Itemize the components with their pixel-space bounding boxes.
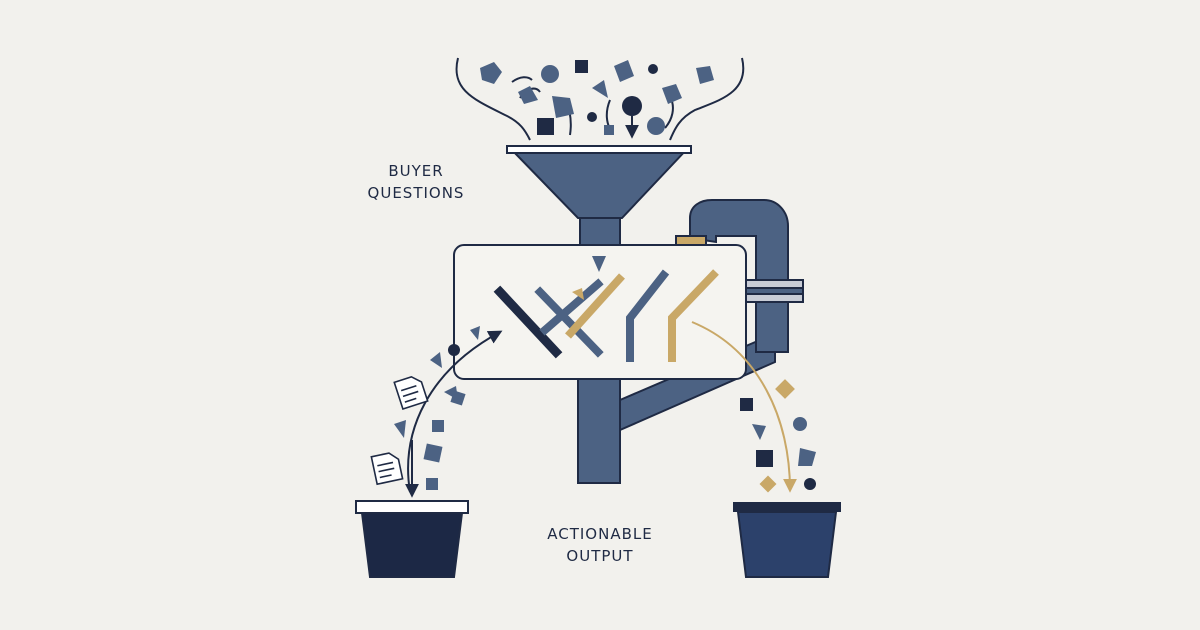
machine-internals <box>493 256 719 362</box>
falling-shapes-top <box>480 60 714 135</box>
center-drop <box>622 96 642 139</box>
left-flow <box>394 326 503 498</box>
label-output-line1: ACTIONABLE <box>547 525 653 543</box>
right-flow <box>691 321 816 493</box>
label-input-line2: QUESTIONS <box>367 184 465 202</box>
label-output-line2: OUTPUT <box>566 547 634 565</box>
buyer-questions-label: BUYER QUESTIONS <box>356 160 476 204</box>
bucket-icon-right <box>733 502 841 578</box>
document-icon <box>370 375 429 486</box>
label-input-line1: BUYER <box>388 162 444 180</box>
machine-column <box>577 377 621 484</box>
pipe-icon <box>675 199 804 353</box>
actionable-output-label: ACTIONABLE OUTPUT <box>520 523 680 567</box>
bucket-icon-left <box>355 500 469 578</box>
funnel-icon <box>506 145 692 247</box>
